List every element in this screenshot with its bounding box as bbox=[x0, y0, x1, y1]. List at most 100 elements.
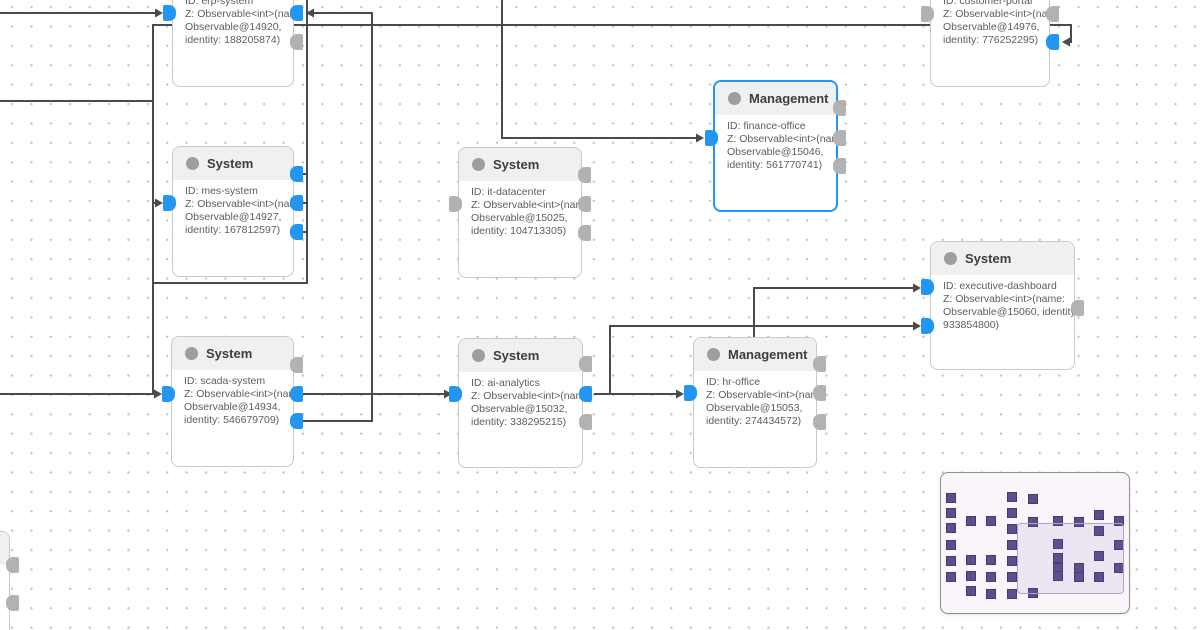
port-right-connected[interactable] bbox=[290, 5, 303, 21]
node-offscreen-left[interactable] bbox=[0, 531, 19, 630]
port-left-connected[interactable] bbox=[163, 5, 176, 21]
port-right-idle[interactable] bbox=[813, 414, 826, 430]
port-right-idle[interactable] bbox=[833, 100, 846, 116]
node-id-text: ID: scada-system bbox=[184, 375, 266, 387]
port-right-idle[interactable] bbox=[833, 158, 846, 174]
node-id-text: ID: ai-analytics bbox=[471, 377, 540, 389]
link-arrowhead bbox=[444, 389, 452, 399]
port-right-connected[interactable] bbox=[290, 386, 303, 402]
node-detail-text: identity: 104713305) bbox=[471, 225, 567, 237]
port-right-idle[interactable] bbox=[290, 357, 303, 373]
port-left-connected[interactable] bbox=[705, 130, 718, 146]
link-2[interactable] bbox=[0, 24, 1072, 102]
port-right-connected[interactable] bbox=[290, 166, 303, 182]
node-header bbox=[0, 532, 9, 565]
port-right-idle[interactable] bbox=[6, 595, 19, 611]
link-arrowhead bbox=[155, 198, 163, 208]
node-type-icon bbox=[944, 252, 957, 265]
port-left-connected[interactable] bbox=[921, 318, 934, 334]
port-right-connected[interactable] bbox=[290, 195, 303, 211]
node-header: Management bbox=[694, 338, 816, 371]
link-10[interactable] bbox=[501, 0, 700, 139]
minimap-viewport[interactable] bbox=[1017, 523, 1124, 594]
node-detail-text: Z: Observable<int>(name: bbox=[471, 390, 582, 402]
node-header: System bbox=[173, 147, 293, 180]
minimap-node-square bbox=[1114, 516, 1124, 526]
port-right-connected[interactable] bbox=[290, 224, 303, 240]
node-detail-text: Observable@15060, identity: bbox=[943, 306, 1074, 318]
node-header: System bbox=[172, 337, 293, 370]
port-right-connected[interactable] bbox=[1046, 34, 1059, 50]
port-right-idle[interactable] bbox=[579, 414, 592, 430]
minimap-node-square bbox=[1094, 510, 1104, 520]
minimap[interactable] bbox=[940, 472, 1130, 614]
minimap-node-square bbox=[1007, 524, 1017, 534]
port-right-idle[interactable] bbox=[579, 356, 592, 372]
node-detail-text: Observable@14920, bbox=[185, 21, 282, 33]
link-1[interactable] bbox=[298, 12, 373, 422]
port-left-connected[interactable] bbox=[162, 386, 175, 402]
minimap-node-square bbox=[1028, 517, 1038, 527]
minimap-node-square bbox=[1007, 556, 1017, 566]
port-right-idle[interactable] bbox=[833, 130, 846, 146]
port-left-idle[interactable] bbox=[921, 6, 934, 22]
link-6[interactable] bbox=[153, 0, 308, 284]
node-id-text: ID: it-datacenter bbox=[471, 186, 546, 198]
port-right-connected[interactable] bbox=[579, 386, 592, 402]
port-right-idle[interactable] bbox=[813, 385, 826, 401]
node-header: System bbox=[459, 148, 581, 181]
link-arrowhead bbox=[155, 8, 163, 18]
link-13[interactable] bbox=[594, 325, 917, 395]
node-detail-text: Z: Observable<int>(name: bbox=[185, 198, 293, 210]
link-arrowhead bbox=[306, 8, 314, 18]
port-left-connected[interactable] bbox=[921, 279, 934, 295]
node-detail-text: Z: Observable<int>(name: bbox=[185, 8, 293, 20]
port-right-idle[interactable] bbox=[6, 557, 19, 573]
node-detail-text: identity: 776252295) bbox=[943, 34, 1039, 46]
port-right-idle[interactable] bbox=[1046, 6, 1059, 22]
node-detail-text: Observable@14934, bbox=[184, 401, 281, 413]
node-detail-text: Observable@15025, bbox=[471, 212, 568, 224]
minimap-node-square bbox=[1007, 508, 1017, 518]
port-right-idle[interactable] bbox=[578, 196, 591, 212]
node-detail-text: Z: Observable<int>(name: bbox=[943, 293, 1065, 305]
node-detail-text: Observable@15053, bbox=[706, 402, 803, 414]
node-id-text: ID: finance-office bbox=[727, 120, 806, 132]
port-right-idle[interactable] bbox=[1071, 300, 1084, 316]
port-left-idle[interactable] bbox=[449, 196, 462, 212]
node-title: System bbox=[207, 156, 254, 171]
port-right-idle[interactable] bbox=[578, 225, 591, 241]
port-right-idle[interactable] bbox=[290, 34, 303, 50]
minimap-node-square bbox=[986, 516, 996, 526]
port-right-idle[interactable] bbox=[578, 167, 591, 183]
link-arrowhead bbox=[913, 283, 921, 293]
node-id-text: ID: mes-system bbox=[185, 185, 258, 197]
minimap-node-square bbox=[1053, 539, 1063, 549]
minimap-node-square bbox=[1007, 492, 1017, 502]
port-left-connected[interactable] bbox=[684, 385, 697, 401]
port-right-connected[interactable] bbox=[290, 413, 303, 429]
port-left-connected[interactable] bbox=[163, 195, 176, 211]
port-left-connected[interactable] bbox=[449, 386, 462, 402]
node-detail-text: Observable@14927, bbox=[185, 211, 282, 223]
minimap-node-square bbox=[1053, 553, 1063, 563]
port-right-idle[interactable] bbox=[813, 356, 826, 372]
minimap-node-square bbox=[966, 555, 976, 565]
link-14[interactable] bbox=[753, 287, 917, 337]
node-title: System bbox=[206, 346, 253, 361]
link-arrowhead bbox=[913, 321, 921, 331]
node-id-text: ID: erp-system bbox=[185, 0, 254, 7]
